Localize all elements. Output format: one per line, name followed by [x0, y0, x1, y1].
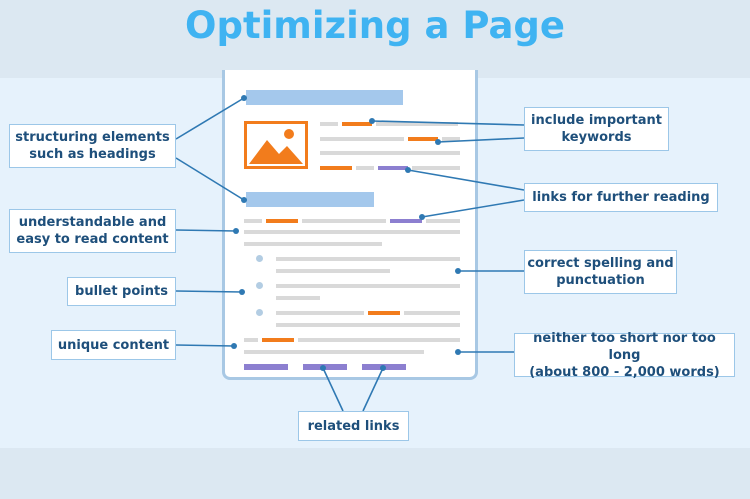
keyword-highlight	[342, 122, 372, 126]
text-line	[276, 269, 390, 273]
keyword-highlight	[262, 338, 294, 342]
page-title: Optimizing a Page	[0, 0, 750, 78]
keyword-highlight	[408, 137, 438, 141]
label-further-reading-links: links for further reading	[524, 183, 718, 212]
text-line	[302, 219, 386, 223]
text-line	[356, 166, 374, 170]
keyword-highlight	[368, 311, 400, 315]
text-line	[376, 122, 458, 126]
text-line	[276, 323, 460, 327]
text-line	[244, 242, 382, 246]
label-understandable-content: understandable and easy to read content	[9, 209, 176, 253]
text-line	[244, 219, 262, 223]
label-bullet-points: bullet points	[67, 277, 176, 306]
inline-link	[378, 166, 408, 170]
text-line	[244, 338, 258, 342]
text-line	[276, 284, 460, 288]
text-line	[412, 166, 460, 170]
keyword-highlight	[266, 219, 298, 223]
text-line	[244, 350, 424, 354]
text-line	[320, 122, 338, 126]
inline-link	[390, 219, 422, 223]
text-line	[442, 137, 460, 141]
text-line	[244, 230, 460, 234]
text-line	[404, 311, 460, 315]
text-line	[276, 311, 364, 315]
text-line	[298, 338, 460, 342]
heading-bar-1	[246, 90, 403, 105]
text-line	[320, 151, 460, 155]
text-line	[276, 257, 460, 261]
label-structuring-elements: structuring elements such as headings	[9, 124, 176, 168]
heading-bar-2	[246, 192, 374, 207]
text-line	[276, 296, 320, 300]
label-spelling-punctuation: correct spelling and punctuation	[524, 250, 677, 294]
label-content-length: neither too short nor too long (about 80…	[514, 331, 735, 380]
bullet-dot	[256, 282, 263, 289]
label-unique-content: unique content	[51, 330, 176, 360]
bullet-dot	[256, 255, 263, 262]
text-line	[320, 137, 404, 141]
related-link-bar	[244, 364, 288, 370]
text-line	[426, 219, 460, 223]
image-placeholder-icon	[244, 121, 308, 169]
label-related-links: related links	[298, 411, 409, 441]
label-important-keywords: include important keywords	[524, 107, 669, 151]
bullet-dot	[256, 309, 263, 316]
keyword-highlight	[320, 166, 352, 170]
footer-band	[0, 448, 750, 499]
